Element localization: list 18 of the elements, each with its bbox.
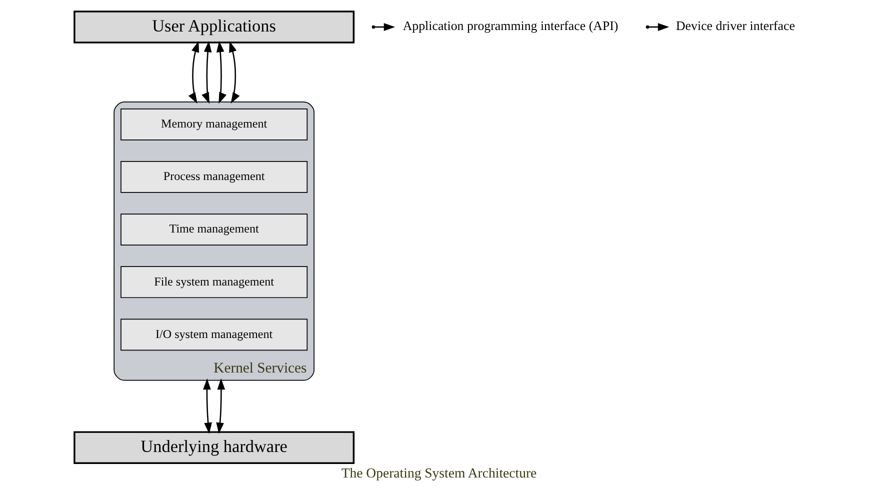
arrow — [216, 40, 226, 104]
node-text: Device driver interface — [676, 18, 795, 34]
node-box: User Applications — [74, 10, 355, 44]
node-box: Underlying hardware — [74, 431, 355, 464]
arrow — [648, 23, 670, 31]
node-box: I/O system management — [120, 318, 308, 351]
arrow — [188, 40, 200, 104]
node-box: Process management — [120, 161, 308, 193]
node-text: Application programming interface (API) — [402, 18, 618, 34]
node-box: File system management — [120, 266, 308, 298]
arrow — [202, 40, 212, 104]
node-box: Time management — [120, 214, 308, 246]
arrow — [374, 23, 396, 31]
arrow — [229, 40, 240, 104]
caption: The Operating System Architecture — [341, 466, 537, 481]
arrow — [216, 378, 226, 434]
node-box: Memory management — [120, 108, 308, 140]
arrow — [203, 378, 212, 434]
